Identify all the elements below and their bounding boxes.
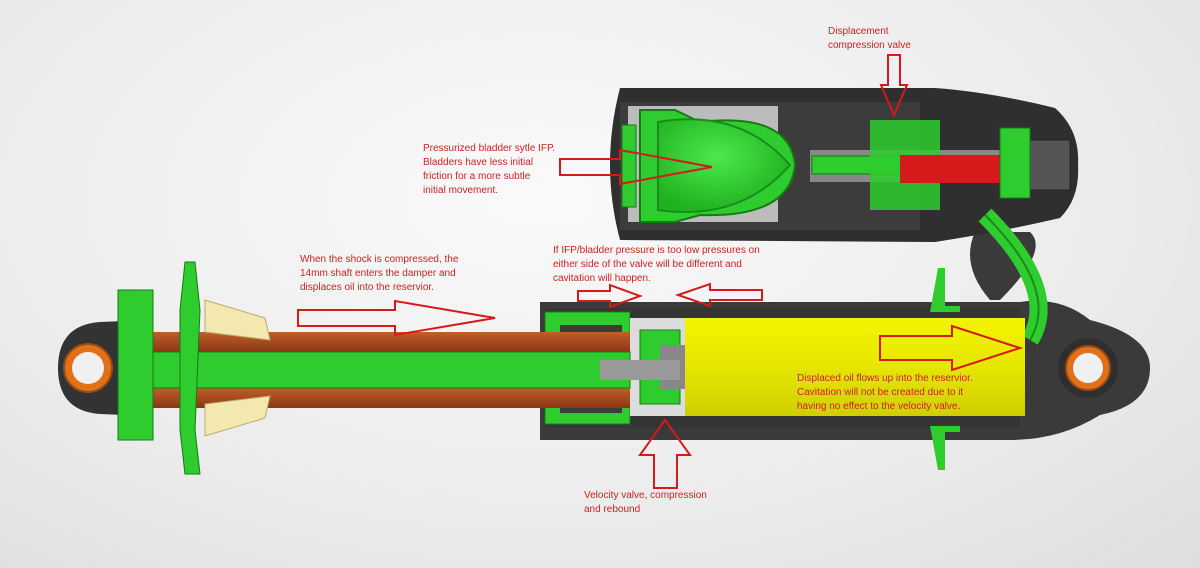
annotation-ifp-pressure: If IFP/bladder pressure is too low press… xyxy=(553,245,760,284)
annotation-displacement-valve: Displacement compression valve xyxy=(828,26,911,51)
arrow-velocity-up xyxy=(638,418,692,489)
arrow-displacement-down xyxy=(879,54,909,118)
arrow-bladder-right xyxy=(559,148,713,186)
reservoir xyxy=(610,88,1079,242)
left-eyelet xyxy=(58,261,271,475)
right-eyelet xyxy=(1058,338,1118,398)
shaft xyxy=(149,332,680,408)
annotation-displaced-oil: Displaced oil flows up into the reservio… xyxy=(797,373,973,412)
arrow-compress-right xyxy=(297,299,496,337)
transfer-tube xyxy=(978,208,1048,345)
arrows xyxy=(297,54,1024,489)
arrow-ifp-left xyxy=(674,282,763,308)
annotation-compressed: When the shock is compressed, the 14mm s… xyxy=(300,254,459,293)
annotation-bladder: Pressurized bladder sytle IFP. Bladders … xyxy=(423,143,556,196)
arrow-oil-right xyxy=(879,324,1024,372)
arrow-ifp-right xyxy=(577,283,643,309)
annotation-velocity-valve: Velocity valve, compression and rebound xyxy=(584,490,707,515)
